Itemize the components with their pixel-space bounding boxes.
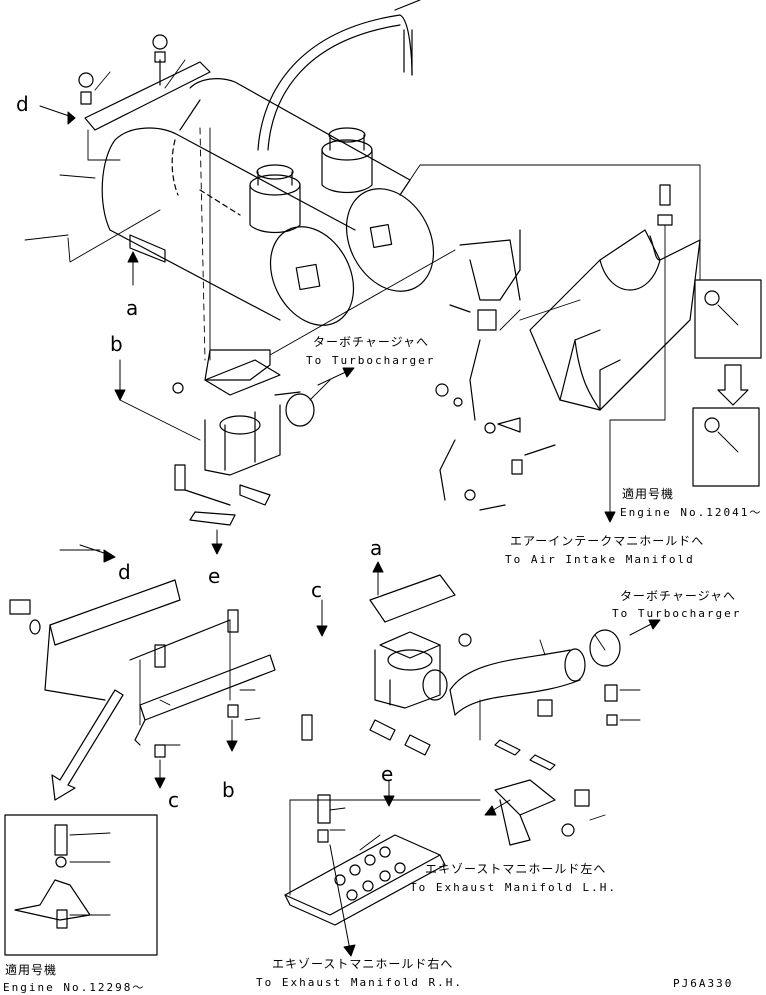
leader-lines-upper	[24, 59, 701, 361]
callout-turbocharger-en: To Turbocharger	[306, 354, 436, 367]
left-elbow-assembly	[119, 349, 331, 526]
callout-turbocharger-2-en: To Turbocharger	[612, 607, 742, 620]
ref-label-a: a	[126, 296, 139, 320]
applicability-lower-jp: 適用号機	[5, 963, 58, 977]
muffler-assembly	[101, 78, 435, 326]
exhaust-elbow-pipe	[449, 629, 621, 726]
applicability-lower-en: Engine No.12298～	[3, 981, 146, 994]
nut-detail-boxes	[692, 279, 762, 487]
callout-exhaust-lh-en: To Exhaust Manifold L.H.	[410, 881, 617, 894]
detail-arrow	[51, 689, 124, 801]
callout-turbocharger-jp: ターボチャージャへ	[313, 335, 430, 349]
callout-intake-en: To Air Intake Manifold	[505, 553, 695, 566]
lower-left-plates	[9, 549, 276, 758]
ref-label-b: b	[110, 332, 123, 356]
exhaust-bracket-lh	[494, 739, 590, 846]
ref-label-d: d	[16, 92, 29, 116]
intake-pipes	[435, 229, 556, 511]
ref-label-c-right: c	[311, 578, 322, 602]
callout-turbocharger-2-jp: ターボチャージャへ	[620, 589, 737, 603]
direction-arrows	[39, 105, 661, 957]
ref-label-e-mid: e	[208, 564, 221, 588]
bottom-plate	[284, 794, 481, 926]
ref-label-c-bottom: c	[168, 788, 179, 812]
ref-label-e-right: e	[381, 762, 394, 786]
u-bolt-strap	[257, 0, 421, 151]
ref-label-b-bottom: b	[222, 778, 235, 802]
applicability-upper-en: Engine No.12041～	[620, 506, 763, 519]
callout-exhaust-rh-en: To Exhaust Manifold R.H.	[256, 976, 463, 989]
right-elbow-assembly	[301, 574, 472, 756]
ref-label-d-mid: d	[118, 560, 131, 584]
top-bracket	[78, 34, 211, 131]
leader-lines-lower	[159, 634, 641, 851]
detail-box-lower	[4, 814, 158, 956]
muffler-cradle-bracket	[519, 184, 701, 521]
callout-exhaust-rh-jp: エキゾーストマニホールド右へ	[272, 957, 454, 971]
ref-label-a-right: a	[370, 536, 383, 560]
callout-exhaust-lh-jp: エキゾーストマニホールド左へ	[425, 862, 607, 876]
applicability-upper-jp: 適用号機	[622, 487, 675, 501]
callout-intake-jp: エアーインテークマニホールドへ	[510, 534, 705, 548]
drawing-code: PJ6A330	[673, 977, 734, 990]
